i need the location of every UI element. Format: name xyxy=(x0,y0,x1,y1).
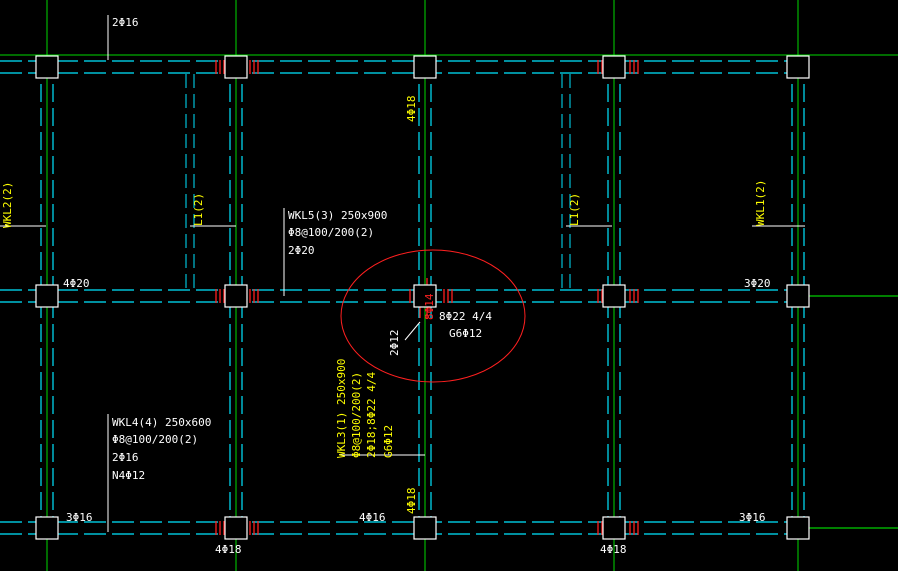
label-wkl3-g: G6Φ12 xyxy=(382,425,395,458)
label-wkl4-name: WKL4(4) 250x600 xyxy=(112,416,211,429)
label-left-4phi20: 4Φ20 xyxy=(63,277,90,290)
label-below-4phi18-left: 4Φ18 xyxy=(215,543,242,556)
label-top-4phi18: 4Φ18 xyxy=(405,96,418,123)
label-center-g6phi12: G6Φ12 xyxy=(449,327,482,340)
label-wkl1: WKL1(2) xyxy=(754,180,767,226)
column-2-2 xyxy=(413,516,437,540)
label-wkl4-stirrup: Φ8@100/200(2) xyxy=(112,433,198,446)
column-4-1 xyxy=(786,284,810,308)
column-3-0 xyxy=(602,55,626,79)
label-bottom-mid-4phi18: 4Φ18 xyxy=(405,488,418,515)
column-4-0 xyxy=(786,55,810,79)
label-l1-right: L1(2) xyxy=(568,193,581,226)
label-wkl2: WKL2(2) xyxy=(1,182,14,228)
label-wkl4-top: 2Φ16 xyxy=(112,16,139,29)
column-1-2 xyxy=(224,516,248,540)
column-0-2 xyxy=(35,516,59,540)
leader-line-8 xyxy=(404,321,421,341)
label-wkl5-stirrup: Φ8@100/200(2) xyxy=(288,226,374,239)
label-bottom-left-3phi16: 3Φ16 xyxy=(66,511,93,524)
highlight-circle xyxy=(340,249,526,383)
columns xyxy=(35,55,810,540)
column-0-1 xyxy=(35,284,59,308)
label-wkl3-bars: 2Φ18;8Φ22 4/4 xyxy=(365,372,378,458)
column-0-0 xyxy=(35,55,59,79)
label-center-red: 8Φ14 xyxy=(423,293,436,320)
label-wkl4-n: N4Φ12 xyxy=(112,469,145,482)
column-4-2 xyxy=(786,516,810,540)
label-wkl5-top: 2Φ20 xyxy=(288,244,315,257)
column-3-2 xyxy=(602,516,626,540)
label-center-8phi22: 8Φ22 4/4 xyxy=(439,310,492,323)
label-wkl3-stirrup: Φ8@100/200(2) xyxy=(350,372,363,458)
beam-lines xyxy=(0,60,808,540)
column-1-1 xyxy=(224,284,248,308)
column-2-0 xyxy=(413,55,437,79)
label-bottom-mid-4phi16: 4Φ16 xyxy=(359,511,386,524)
column-3-1 xyxy=(602,284,626,308)
label-bottom-right-3phi16: 3Φ16 xyxy=(739,511,766,524)
label-wkl4-top: 2Φ16 xyxy=(112,451,139,464)
label-center-2phi12: 2Φ12 xyxy=(388,330,401,357)
label-wkl5-name: WKL5(3) 250x900 xyxy=(288,209,387,222)
column-2-1 xyxy=(413,284,437,308)
label-below-4phi18-right: 4Φ18 xyxy=(600,543,627,556)
label-l1-left: L1(2) xyxy=(192,193,205,226)
label-wkl3-name: WKL3(1) 250x900 xyxy=(335,359,348,458)
label-right-3phi20: 3Φ20 xyxy=(744,277,771,290)
leader-lines xyxy=(0,15,805,532)
column-1-0 xyxy=(224,55,248,79)
